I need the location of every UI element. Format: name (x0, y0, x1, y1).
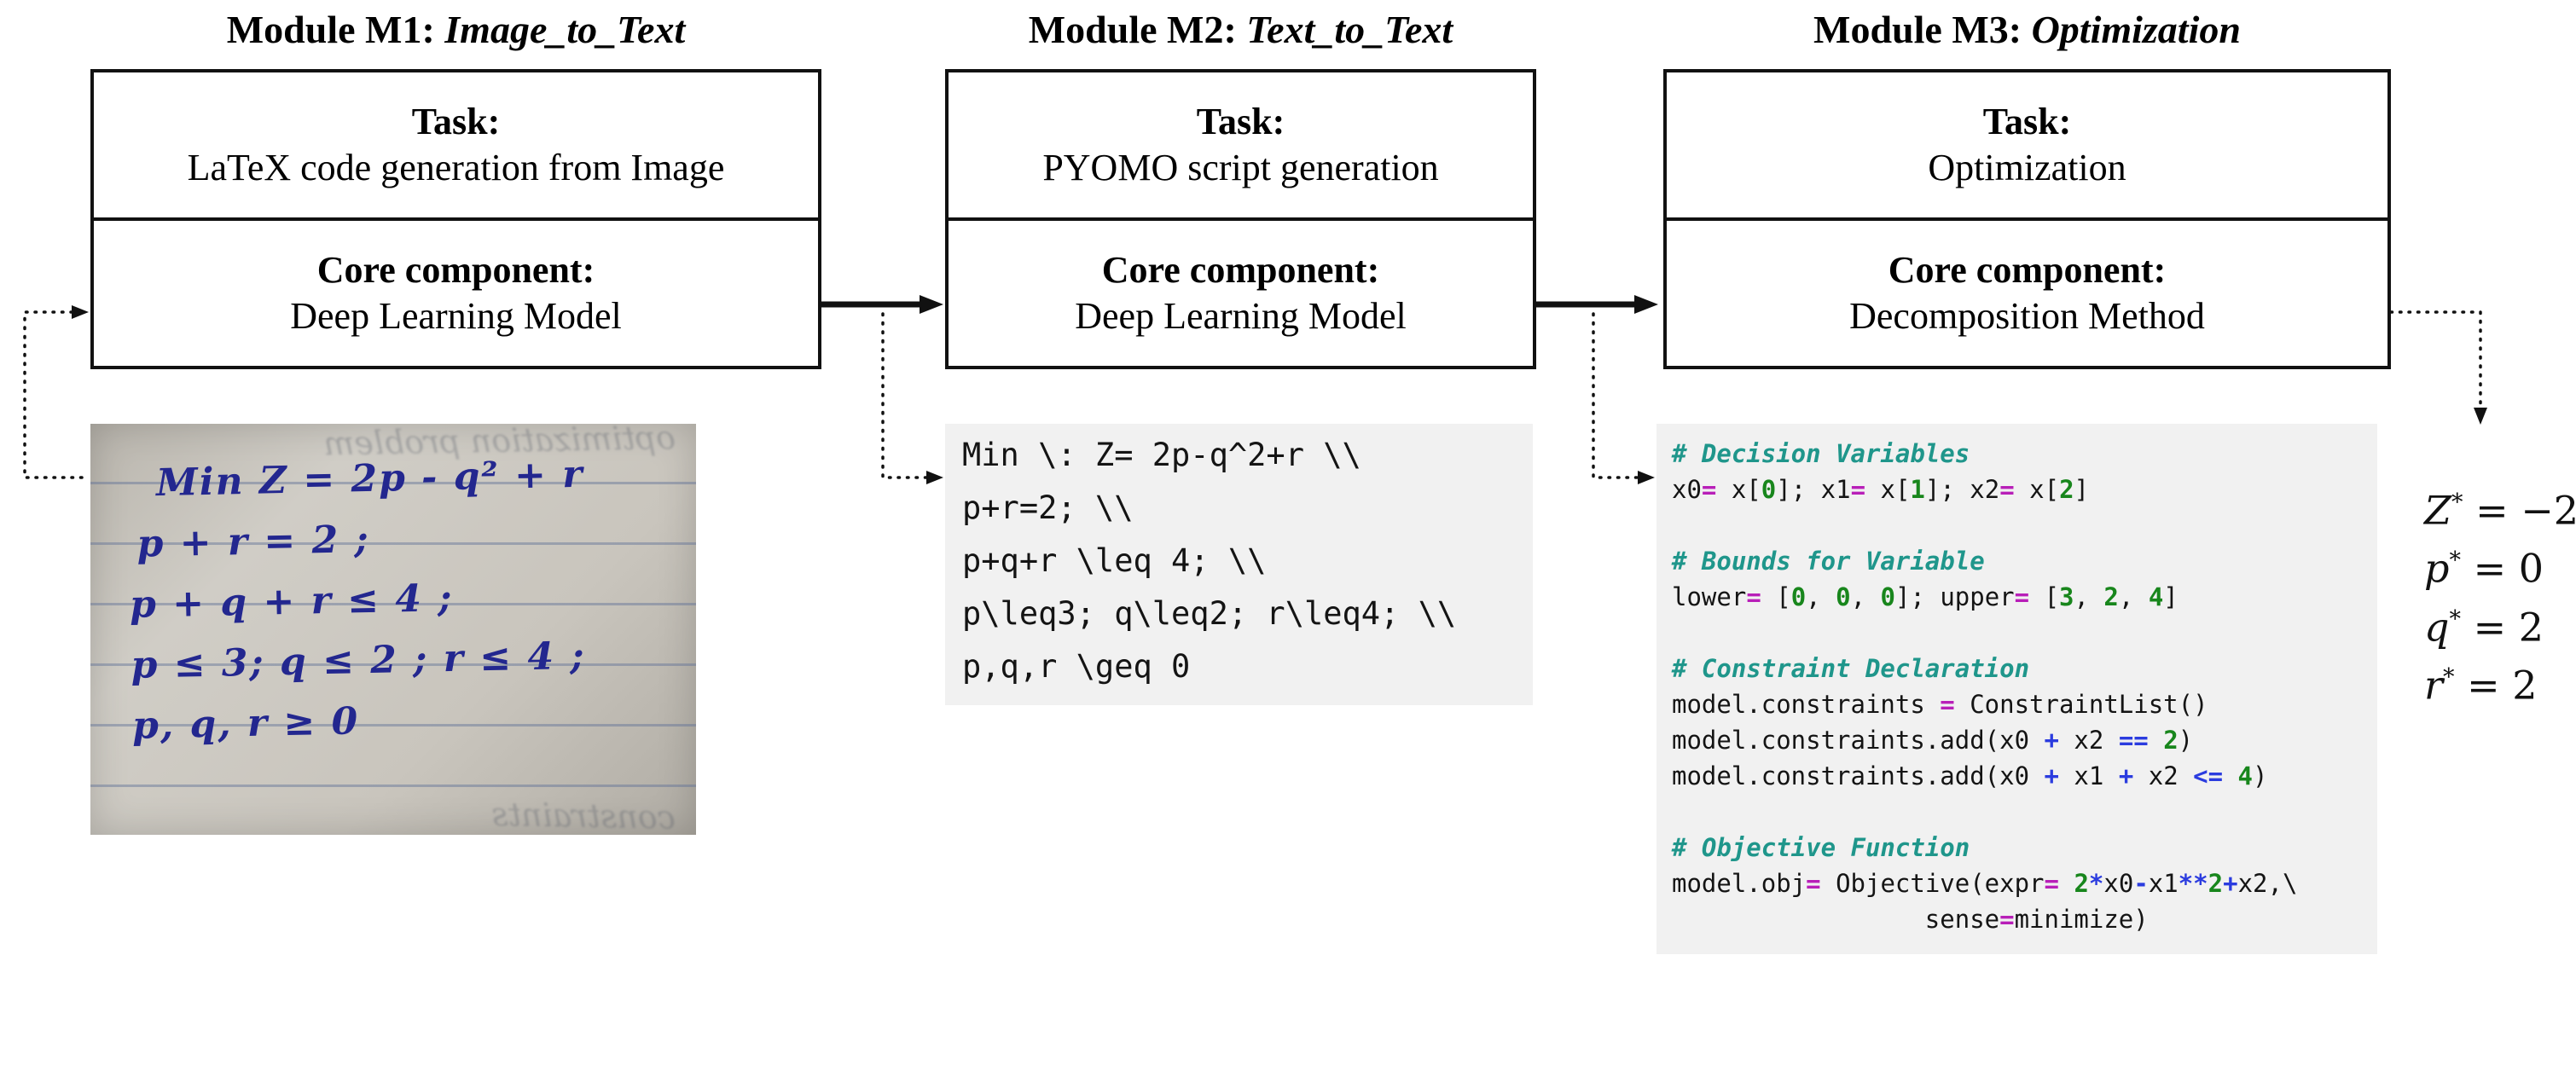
pyomo-code-block: # Decision Variables x0= x[0]; x1= x[1]; … (1656, 424, 2377, 954)
m3-core-section: Core component: Decomposition Method (1667, 221, 2387, 366)
module-title-name: Image_to_Text (444, 8, 686, 51)
handwritten-line: p + r = 2 ; (136, 517, 371, 566)
handwritten-lines: Min Z = 2p - q² + r p + r = 2 ; p + q + r … (126, 440, 692, 755)
m1-task-label: Task: (411, 101, 501, 143)
pyomo-code-line (1672, 507, 2362, 543)
pyomo-code-line: model.constraints.add(x0 + x1 + x2 <= 4) (1672, 761, 2268, 790)
module-box-m3: Task: Optimization Core component: Decom… (1663, 69, 2391, 369)
pyomo-code-line (1672, 794, 2362, 830)
dotted-arrow-m1-to-latex (881, 312, 943, 484)
dotted-arrow-image-to-m1 (23, 305, 89, 479)
module-title-m1: Module M1: Image_to_Text (90, 7, 821, 56)
m1-core-label: Core component: (316, 249, 595, 292)
module-title-prefix: Module M2: (1028, 8, 1247, 51)
handwritten-line: p, q, r ≥ 0 (131, 699, 360, 748)
m2-task-label: Task: (1196, 101, 1285, 143)
dotted-arrow-m2-to-pyomo (1592, 312, 1655, 484)
m1-core-text: Deep Learning Model (290, 295, 622, 337)
pyomo-code-line: model.constraints = ConstraintList() (1672, 690, 2208, 719)
result-line: r* = 2 (2424, 662, 2538, 709)
module-title-prefix: Module M3: (1813, 8, 2032, 51)
pyomo-code-line: # Decision Variables (1672, 439, 1970, 468)
module-title-m3: Module M3: Optimization (1663, 7, 2391, 56)
latex-code-line: p,q,r \geq 0 (962, 648, 1191, 685)
m3-task-text: Optimization (1928, 147, 2126, 188)
handwritten-line: p + q + r ≤ 4 ; (129, 576, 454, 627)
result-line: Z* = −2 (2424, 487, 2576, 534)
m2-core-text: Deep Learning Model (1075, 295, 1407, 337)
m2-task-text: PYOMO script generation (1042, 147, 1439, 188)
pyomo-code-line (1672, 615, 2362, 651)
module-title-name: Optimization (2031, 8, 2241, 51)
latex-code-line: p+r=2; \\ (962, 489, 1134, 526)
pyomo-code-line: # Objective Function (1672, 833, 1970, 862)
module-box-m1: Task: LaTeX code generation from Image C… (90, 69, 821, 369)
faded-bleedthrough-text-bottom: constraints (490, 796, 676, 835)
handwritten-line: Min Z = 2p - q² + r (155, 452, 584, 506)
result-line: p* = 0 (2424, 545, 2544, 592)
result-line: q* = 2 (2424, 603, 2544, 650)
m3-task-section: Task: Optimization (1667, 72, 2387, 221)
m2-core-label: Core component: (1101, 249, 1380, 292)
handwritten-line: p ≤ 3; q ≤ 2 ; r ≤ 4 ; (131, 634, 587, 687)
m2-task-section: Task: PYOMO script generation (949, 72, 1533, 221)
m1-task-text: LaTeX code generation from Image (187, 147, 725, 188)
latex-code-line: p\leq3; q\leq2; r\leq4; \\ (962, 595, 1457, 632)
pyomo-code-line: model.obj= Objective(expr= 2*x0-x1**2+x2… (1672, 869, 2298, 898)
latex-code-line: Min \: Z= 2p-q^2+r \\ (962, 437, 1361, 473)
m1-core-section: Core component: Deep Learning Model (94, 221, 818, 366)
module-title-prefix: Module M1: (226, 8, 445, 51)
m3-task-label: Task: (1982, 101, 2072, 143)
dotted-arrow-m3-to-results (2389, 310, 2487, 425)
m1-task-section: Task: LaTeX code generation from Image (94, 72, 818, 221)
m2-core-section: Core component: Deep Learning Model (949, 221, 1533, 366)
module-title-m2: Module M2: Text_to_Text (945, 7, 1536, 56)
pyomo-code-line: sense=minimize) (1672, 905, 2149, 934)
latex-code-line: p+q+r \leq 4; \\ (962, 542, 1267, 579)
m3-core-text: Decomposition Method (1849, 295, 2205, 337)
pyomo-code-line: # Bounds for Variable (1672, 547, 1985, 576)
pyomo-code-line: # Constraint Declaration (1672, 654, 2030, 683)
handwritten-problem-photo: optimization problem Min Z = 2p - q² + r… (90, 424, 696, 835)
m3-core-label: Core component: (1888, 249, 2167, 292)
module-box-m2: Task: PYOMO script generation Core compo… (945, 69, 1536, 369)
pyomo-code-line: lower= [0, 0, 0]; upper= [3, 2, 4] (1672, 582, 2179, 611)
optimal-results: Z* = −2 p* = 0 q* = 2 r* = 2 (2424, 478, 2576, 710)
latex-code-block: Min \: Z= 2p-q^2+r \\ p+r=2; \\ p+q+r \leq… (945, 424, 1533, 705)
module-title-name: Text_to_Text (1246, 8, 1453, 51)
pyomo-code-line: x0= x[0]; x1= x[1]; x2= x[2] (1672, 475, 2089, 504)
pyomo-code-line: model.constraints.add(x0 + x2 == 2) (1672, 726, 2194, 755)
